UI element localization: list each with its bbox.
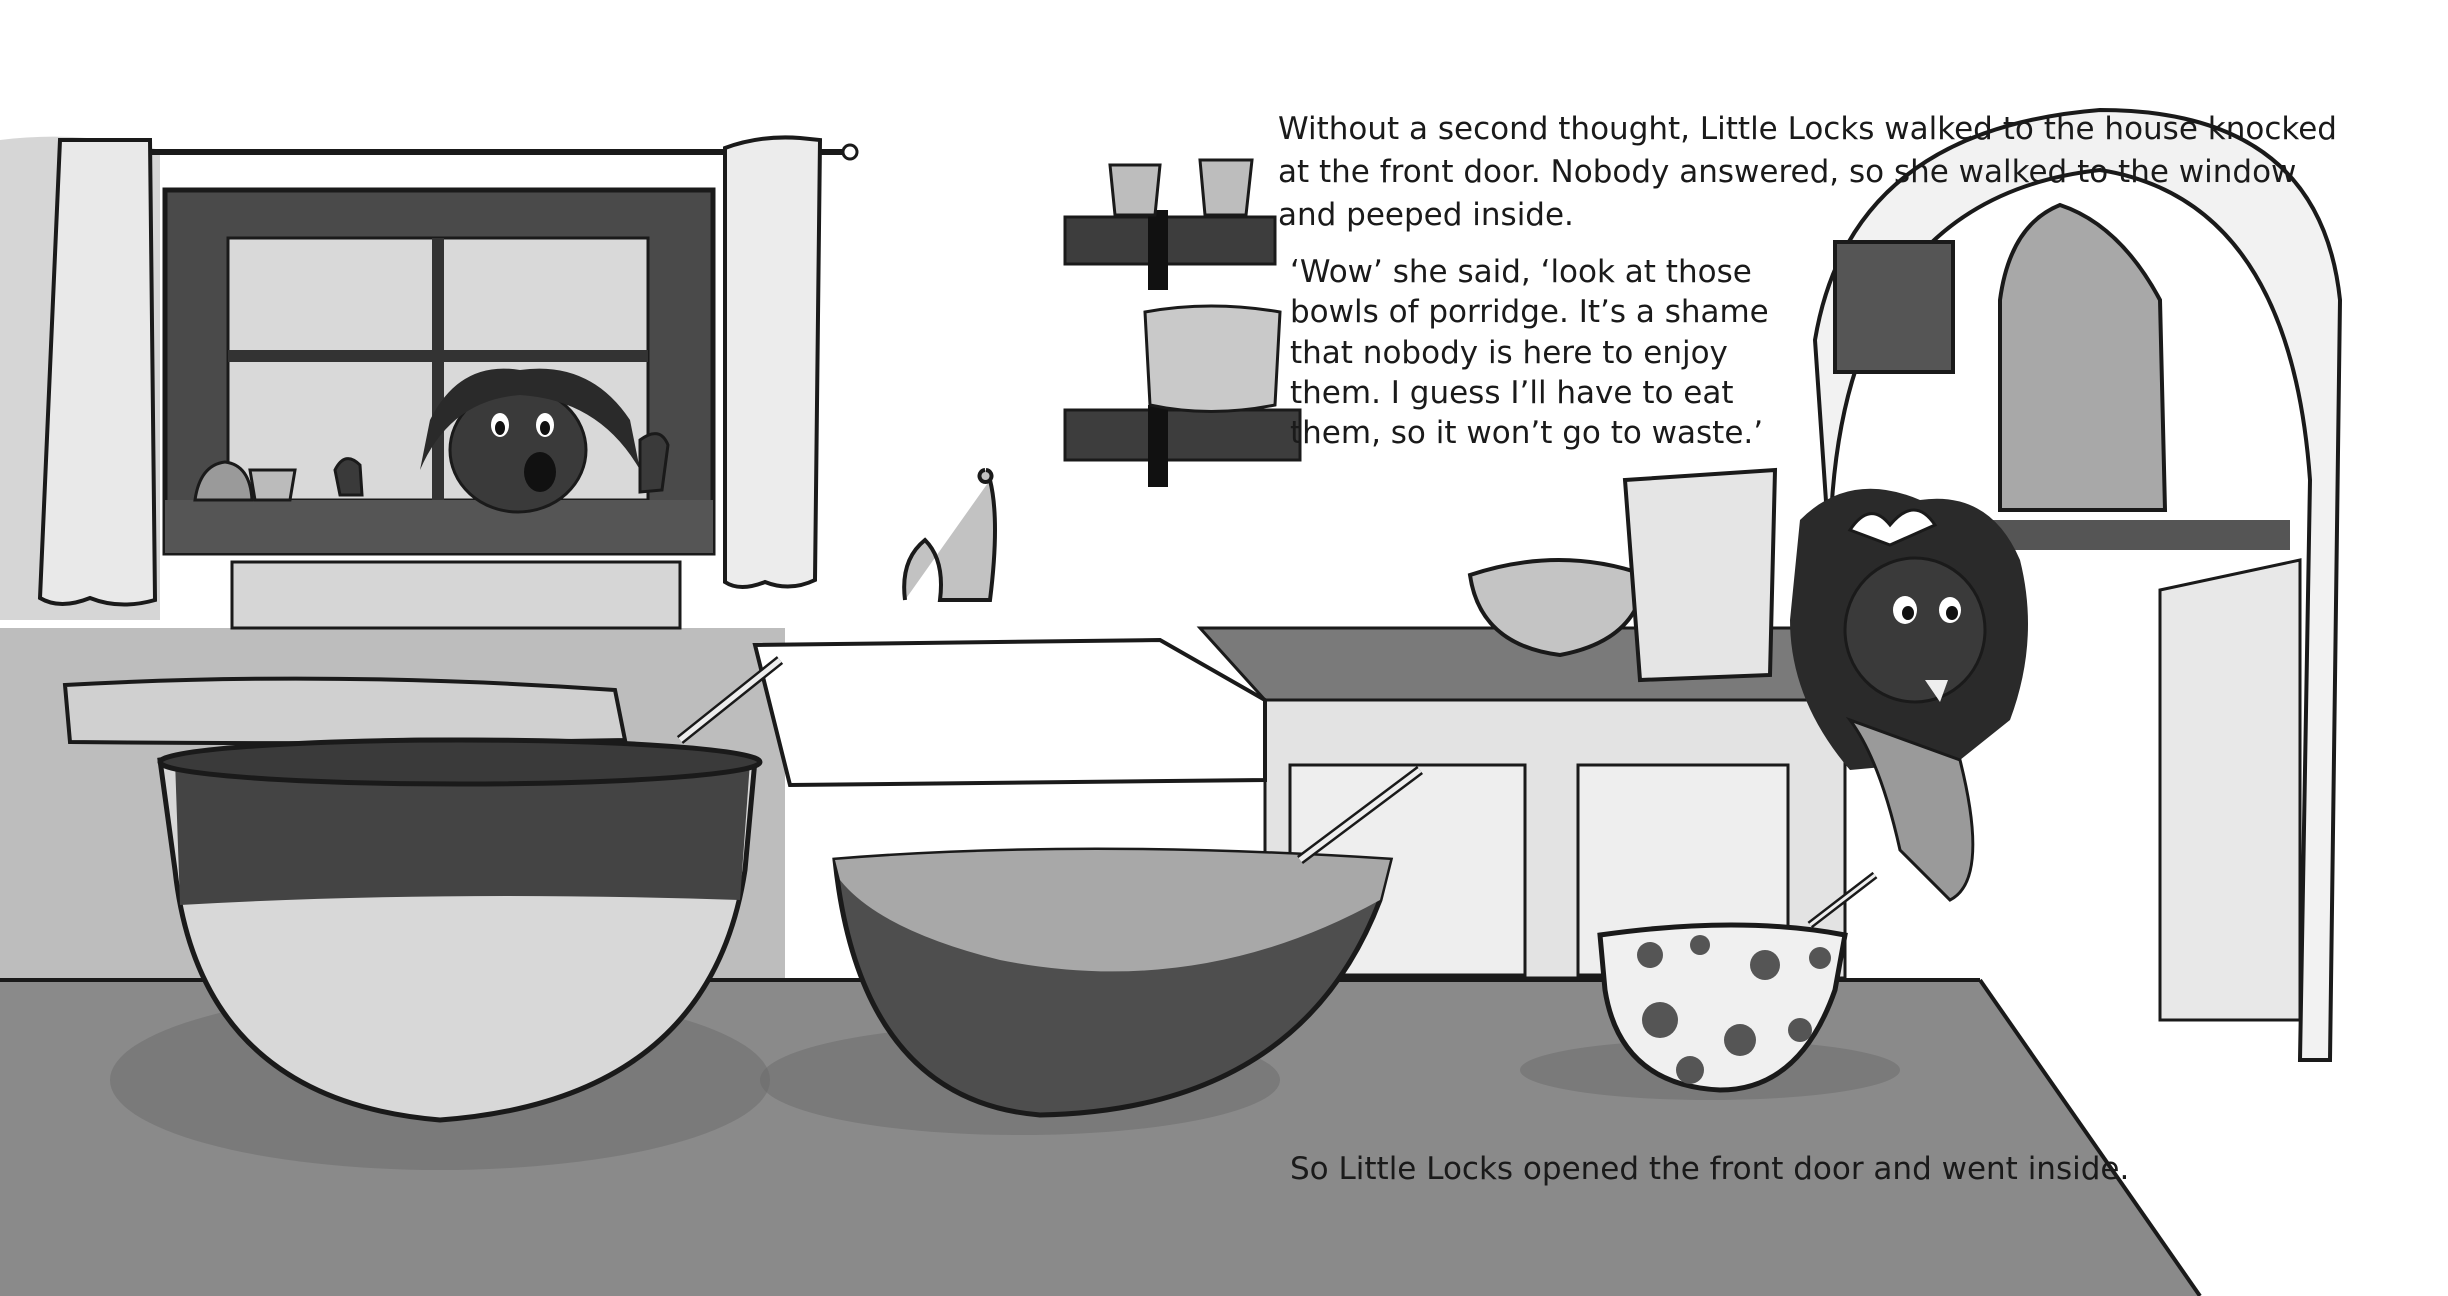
story-line: Without a second thought, Little Locks w… [1278,111,2337,147]
porridge-bowl-medium [760,766,1423,1135]
story-line: ‘Wow’ she said, ‘look at those [1290,254,1752,290]
story-line: them. I guess I’ll have to eat [1290,374,1734,411]
table-edge-right [1978,978,2202,1296]
story-line: and peeped inside. [1278,196,1574,233]
window-sill [165,500,713,553]
plant-pot-icon [248,468,297,502]
small-window-icon [1833,240,1955,374]
story-paragraph-1: Without a second thought, Little Locks w… [1278,108,2337,236]
pan-icon [62,676,628,746]
porridge-bowl-large [110,656,784,1170]
cereal-box-icon [1622,467,1778,683]
curtain-right-icon [723,135,823,589]
story-line: So Little Locks opened the front door an… [1290,1151,2130,1187]
cup-icon-2 [1198,158,1254,217]
bow-icon [1847,508,1938,547]
story-paragraph-3: So Little Locks opened the front door an… [1290,1148,2270,1191]
porridge-bowl-small [1520,871,1900,1100]
stove-icon [230,560,682,630]
sink-icon [752,637,1267,788]
girl-at-window [333,368,670,514]
cup-icon [1108,163,1162,217]
hallway-stairs [2158,558,2302,1022]
shelf-bottom [1063,408,1302,462]
shelf-bracket-bottom [1148,405,1168,487]
curtain-rod-end [841,143,859,161]
shelf-bracket-top [1148,210,1168,290]
girl-character [1790,488,2028,902]
story-line: bowls of porridge. It’s a shame [1290,294,1769,331]
door-icon [1998,202,2168,512]
stacked-bowls-icon [1143,304,1282,413]
cake-icon [193,460,254,502]
story-line: them, so it won’t go to waste.’ [1290,415,1764,452]
curtain-left-icon [37,138,158,607]
story-paragraph-2: ‘Wow’ she said, ‘look at those bowls of … [1290,252,1790,453]
faucet-icon [902,468,997,602]
story-line: that nobody is here to enjoy [1290,334,1728,371]
shelf-top [1063,215,1277,266]
story-line: at the front door. Nobody answered, so s… [1278,153,2297,190]
fruit-bowl-icon [1467,558,1648,658]
